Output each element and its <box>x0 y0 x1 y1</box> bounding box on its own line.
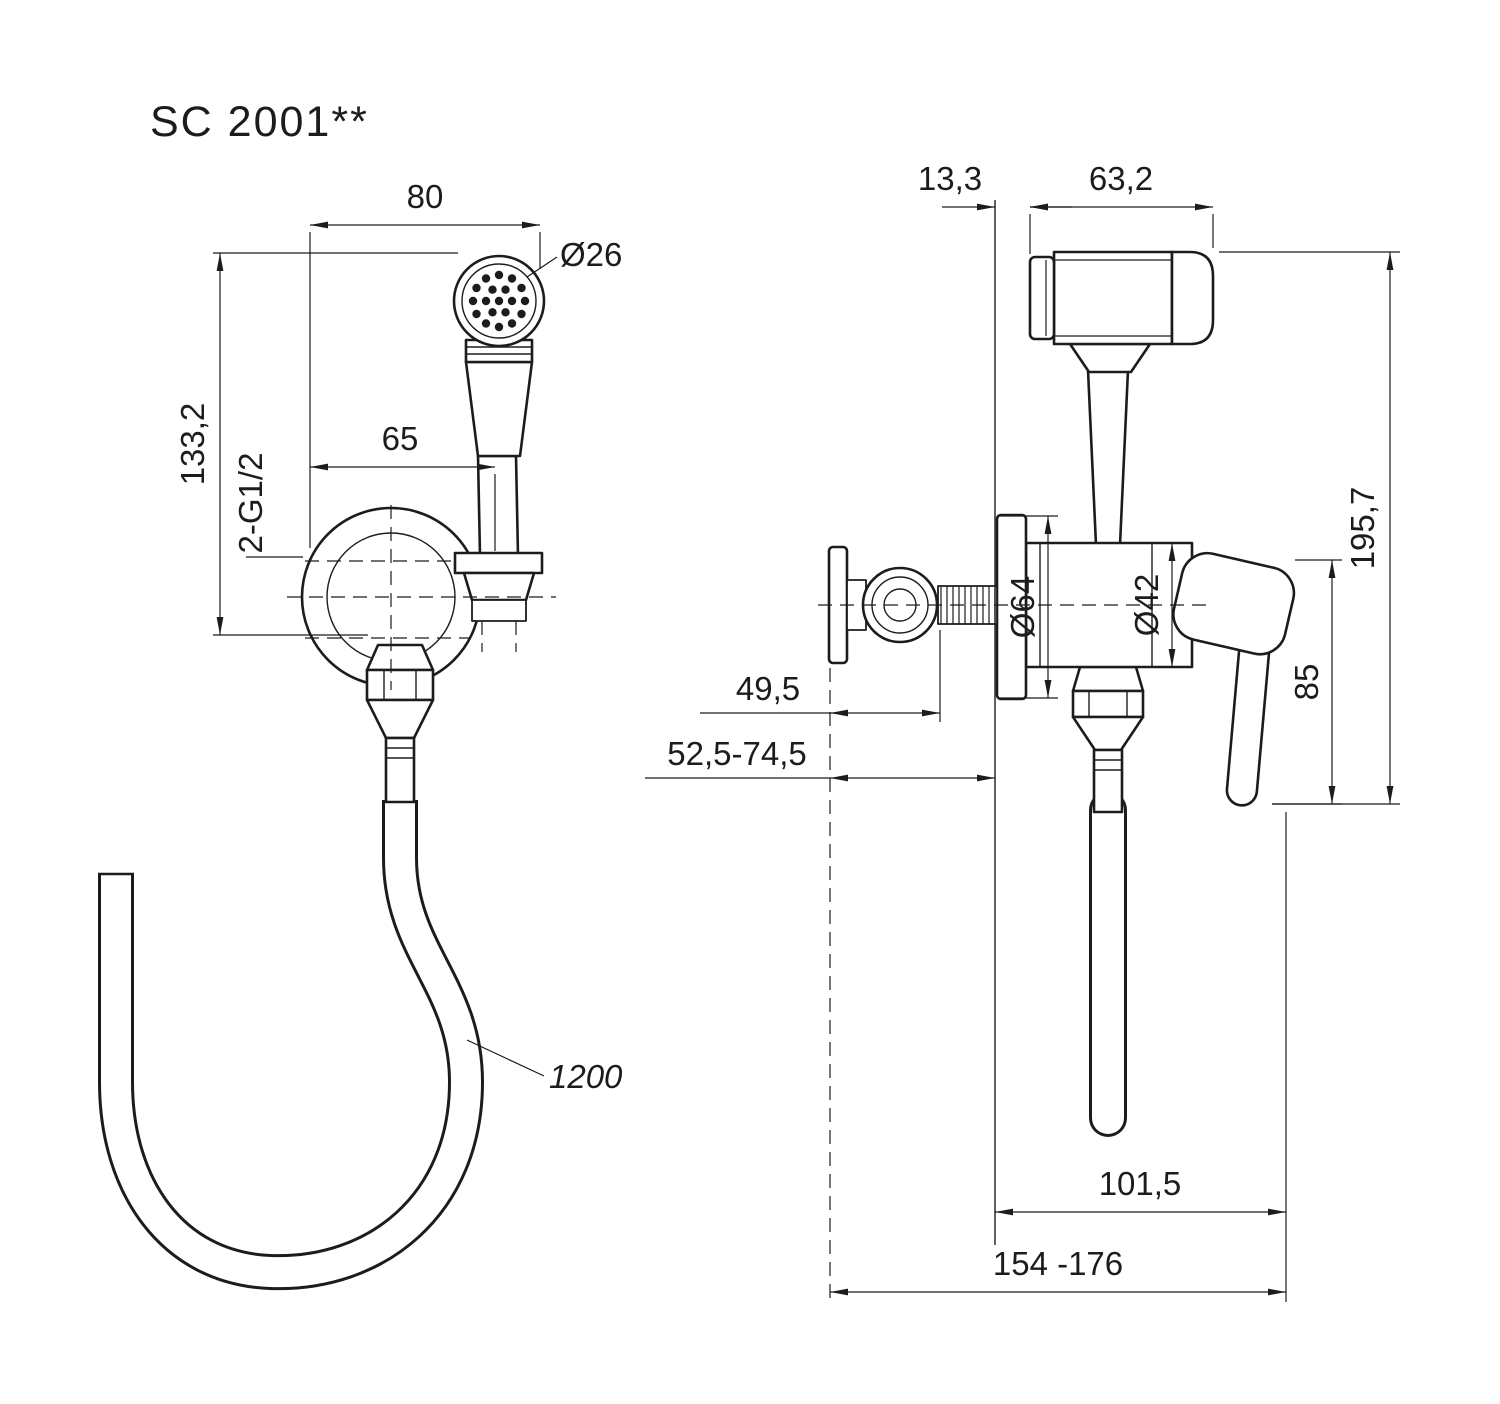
fitting-nut <box>365 668 435 702</box>
dim-13-label: 13,3 <box>918 160 982 197</box>
sprayer-side <box>1028 250 1215 547</box>
hose-front <box>98 800 485 1291</box>
front-view: 80 Ø26 133,2 65 2-G1/2 <box>98 178 623 1291</box>
nozzle-dot <box>494 296 504 306</box>
thread-label: 2-G1/2 <box>232 453 269 554</box>
nozzle-dot <box>517 283 526 293</box>
nozzle-dot <box>472 283 481 293</box>
drawing-title: SC 2001** <box>150 98 369 146</box>
dim-reach: 101,5 <box>995 812 1287 1302</box>
dim-133-label: 133,2 <box>174 403 211 486</box>
nozzle-dot <box>481 296 491 306</box>
clamp-nut <box>471 599 527 622</box>
dim-offset: 65 <box>310 420 496 551</box>
side-view: 13,3 63,2 195,7 Ø64 Ø4 <box>645 160 1400 1302</box>
nozzle-dot <box>507 319 517 328</box>
spray-face-side <box>1028 255 1056 341</box>
dim-85-label: 85 <box>1288 664 1325 701</box>
head-end-cap <box>1170 250 1215 346</box>
dim-65-label: 65 <box>382 420 419 457</box>
dim-495-label: 49,5 <box>736 670 800 707</box>
nozzle-dot <box>481 319 491 328</box>
fitting-cone-bottom <box>1071 715 1145 752</box>
dim-inlet-depth: 49,5 <box>700 630 941 722</box>
clamp-cone <box>462 571 536 602</box>
dim-80-label: 80 <box>407 178 444 215</box>
hose-inner <box>101 800 482 1288</box>
fitting-cone-bottom <box>365 698 435 740</box>
reference-lines-side <box>818 200 1212 1300</box>
dim-195-label: 195,7 <box>1344 487 1381 570</box>
leader-line <box>526 256 558 278</box>
nozzle-dot <box>520 296 530 306</box>
sprayer-neck-taper <box>1068 342 1152 374</box>
dim-head-length: 63,2 <box>1029 160 1214 254</box>
head-body-side <box>1052 250 1174 346</box>
dim-d42-label: Ø42 <box>1128 574 1165 636</box>
lever-cap <box>1172 551 1296 656</box>
dim-d64-label: Ø64 <box>1004 576 1041 638</box>
nozzle-dot <box>494 270 504 280</box>
valve-side <box>995 513 1194 701</box>
holder-clamp <box>453 551 544 622</box>
nozzle-dot <box>517 309 526 319</box>
dim-total-depth-range: 154 -176 <box>830 1245 1286 1296</box>
nozzle-dot <box>481 274 491 283</box>
dim-total-height: 195,7 <box>1219 251 1400 805</box>
dim-flange-diameter: Ø64 <box>1000 515 1058 699</box>
fitting-nut <box>1071 689 1145 719</box>
dim-154-176-label: 154 -176 <box>993 1245 1123 1282</box>
thread-callout: 2-G1/2 <box>232 453 303 558</box>
clamp-top <box>453 551 544 575</box>
dimensions-side: 13,3 63,2 195,7 Ø64 Ø4 <box>645 160 1400 1302</box>
dim-wall-gap: 13,3 <box>918 160 1072 211</box>
dim-mount-depth-range: 52,5-74,5 <box>645 735 995 782</box>
nozzle-dot <box>488 308 497 317</box>
dim-d26-label: Ø26 <box>560 236 622 273</box>
dim-height: 133,2 <box>174 252 458 636</box>
lever <box>1172 551 1296 807</box>
sprayer-head-front <box>452 254 546 348</box>
nozzle-dot <box>472 309 481 319</box>
sprayer-body-front <box>464 338 534 558</box>
dim-63-label: 63,2 <box>1089 160 1153 197</box>
sprayer-handle <box>476 454 520 558</box>
sprayer-handle-side <box>1086 368 1130 547</box>
sprayer-taper <box>464 360 534 458</box>
nozzle-dot <box>468 296 478 306</box>
hose-length-callout: 1200 <box>466 1039 623 1095</box>
dim-head-diameter: Ø26 <box>526 236 622 278</box>
dim-1015-label: 101,5 <box>1099 1165 1182 1202</box>
nozzle-dot <box>494 322 504 332</box>
hose-fittings-side <box>1071 665 1145 814</box>
nozzle-dot <box>501 285 510 294</box>
head-face-circle <box>461 263 537 339</box>
dim-body-diameter: Ø42 <box>1128 543 1176 667</box>
fitting-cone-top <box>1071 665 1145 693</box>
hidden-lines-front <box>287 505 556 690</box>
threaded-rod <box>937 585 998 625</box>
dim-525-745-label: 52,5-74,5 <box>667 735 806 772</box>
hose-fittings-front <box>365 643 435 804</box>
nozzle-dot <box>507 274 517 283</box>
leader-line <box>466 1039 545 1077</box>
dimensions-front: 80 Ø26 133,2 65 2-G1/2 <box>174 178 623 1095</box>
nozzle-dot <box>507 296 517 306</box>
dim-lever-length: 85 <box>1272 559 1342 805</box>
fitting-cone-top <box>365 643 435 672</box>
dim-head-width: 80 <box>309 178 541 548</box>
nozzle-dot <box>501 308 510 317</box>
hose-length-label: 1200 <box>549 1058 623 1095</box>
nozzle-dot <box>488 285 497 294</box>
